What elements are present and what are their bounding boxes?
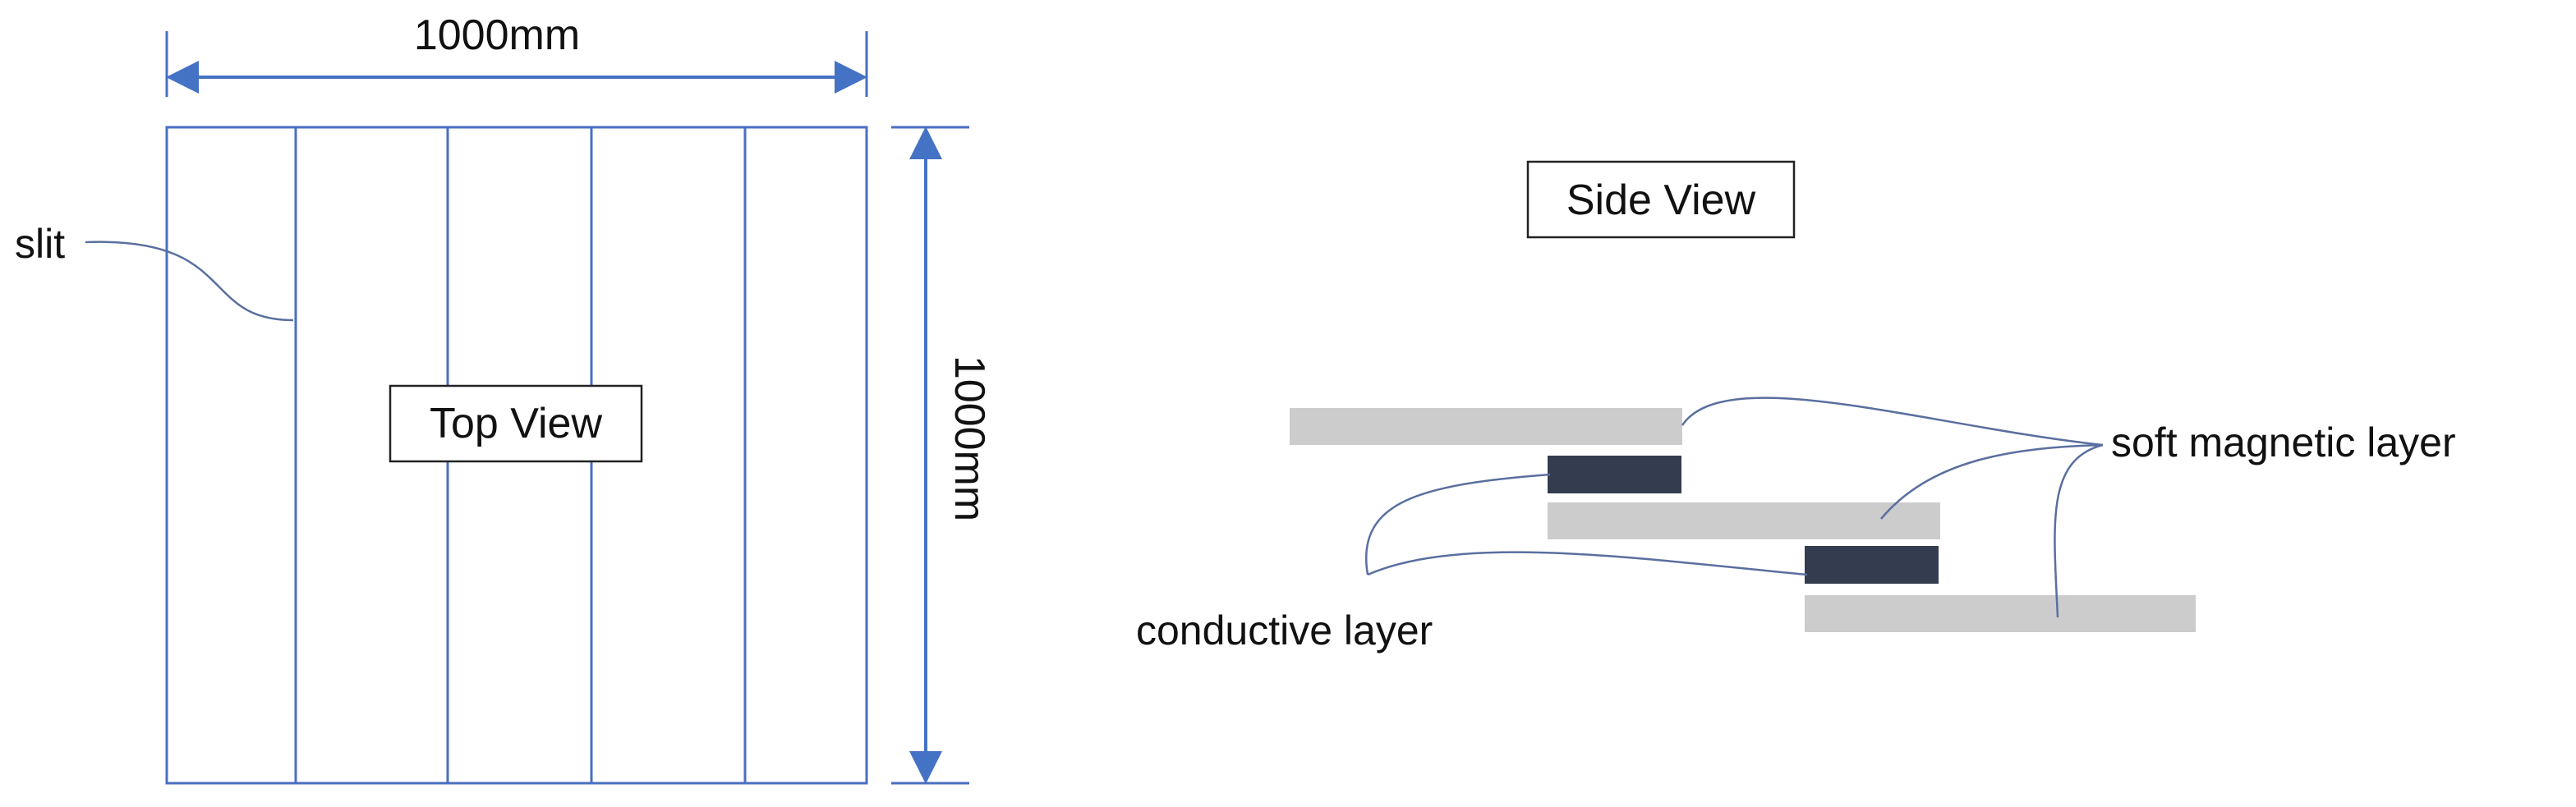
soft-magnetic-layer-label: soft magnetic layer xyxy=(2111,420,2456,465)
slit-leader-line xyxy=(85,241,294,322)
slit-label: slit xyxy=(15,221,65,267)
soft-magnetic-leader-line xyxy=(2054,443,2104,618)
soft-magnetic-layer xyxy=(1548,502,1940,539)
width-dimension: 1000mm xyxy=(165,11,868,97)
side-view-title-box xyxy=(1526,160,1796,239)
height-dimension: 1000mm xyxy=(891,126,993,785)
top-view-title-box xyxy=(389,384,643,463)
soft-magnetic-layer xyxy=(1290,408,1682,445)
conductive-leader-line xyxy=(1367,551,1808,576)
soft-magnetic-leader-line xyxy=(1681,397,2104,447)
side-view-title: Side View xyxy=(1526,160,1796,239)
top-view-title: Top View xyxy=(389,384,643,463)
top-view-title-text: Top View xyxy=(430,400,603,447)
soft-magnetic-layer xyxy=(1805,595,2196,632)
conductive-layer xyxy=(1805,546,1939,584)
top-view-plate xyxy=(165,126,868,785)
top-view: 1000mm 1000mm slit Top View xyxy=(15,11,993,785)
soft-magnetic-leader-line xyxy=(1880,443,2104,520)
width-dimension-label: 1000mm xyxy=(414,11,580,59)
height-dimension-label: 1000mm xyxy=(945,355,993,521)
side-view: Side View soft magnetic layer conductive… xyxy=(1136,160,2456,653)
side-view-title-text: Side View xyxy=(1566,177,1756,224)
conductive-layer-label: conductive layer xyxy=(1136,608,1433,653)
conductive-leader-line xyxy=(1365,473,1551,575)
conductive-layer xyxy=(1548,456,1681,493)
